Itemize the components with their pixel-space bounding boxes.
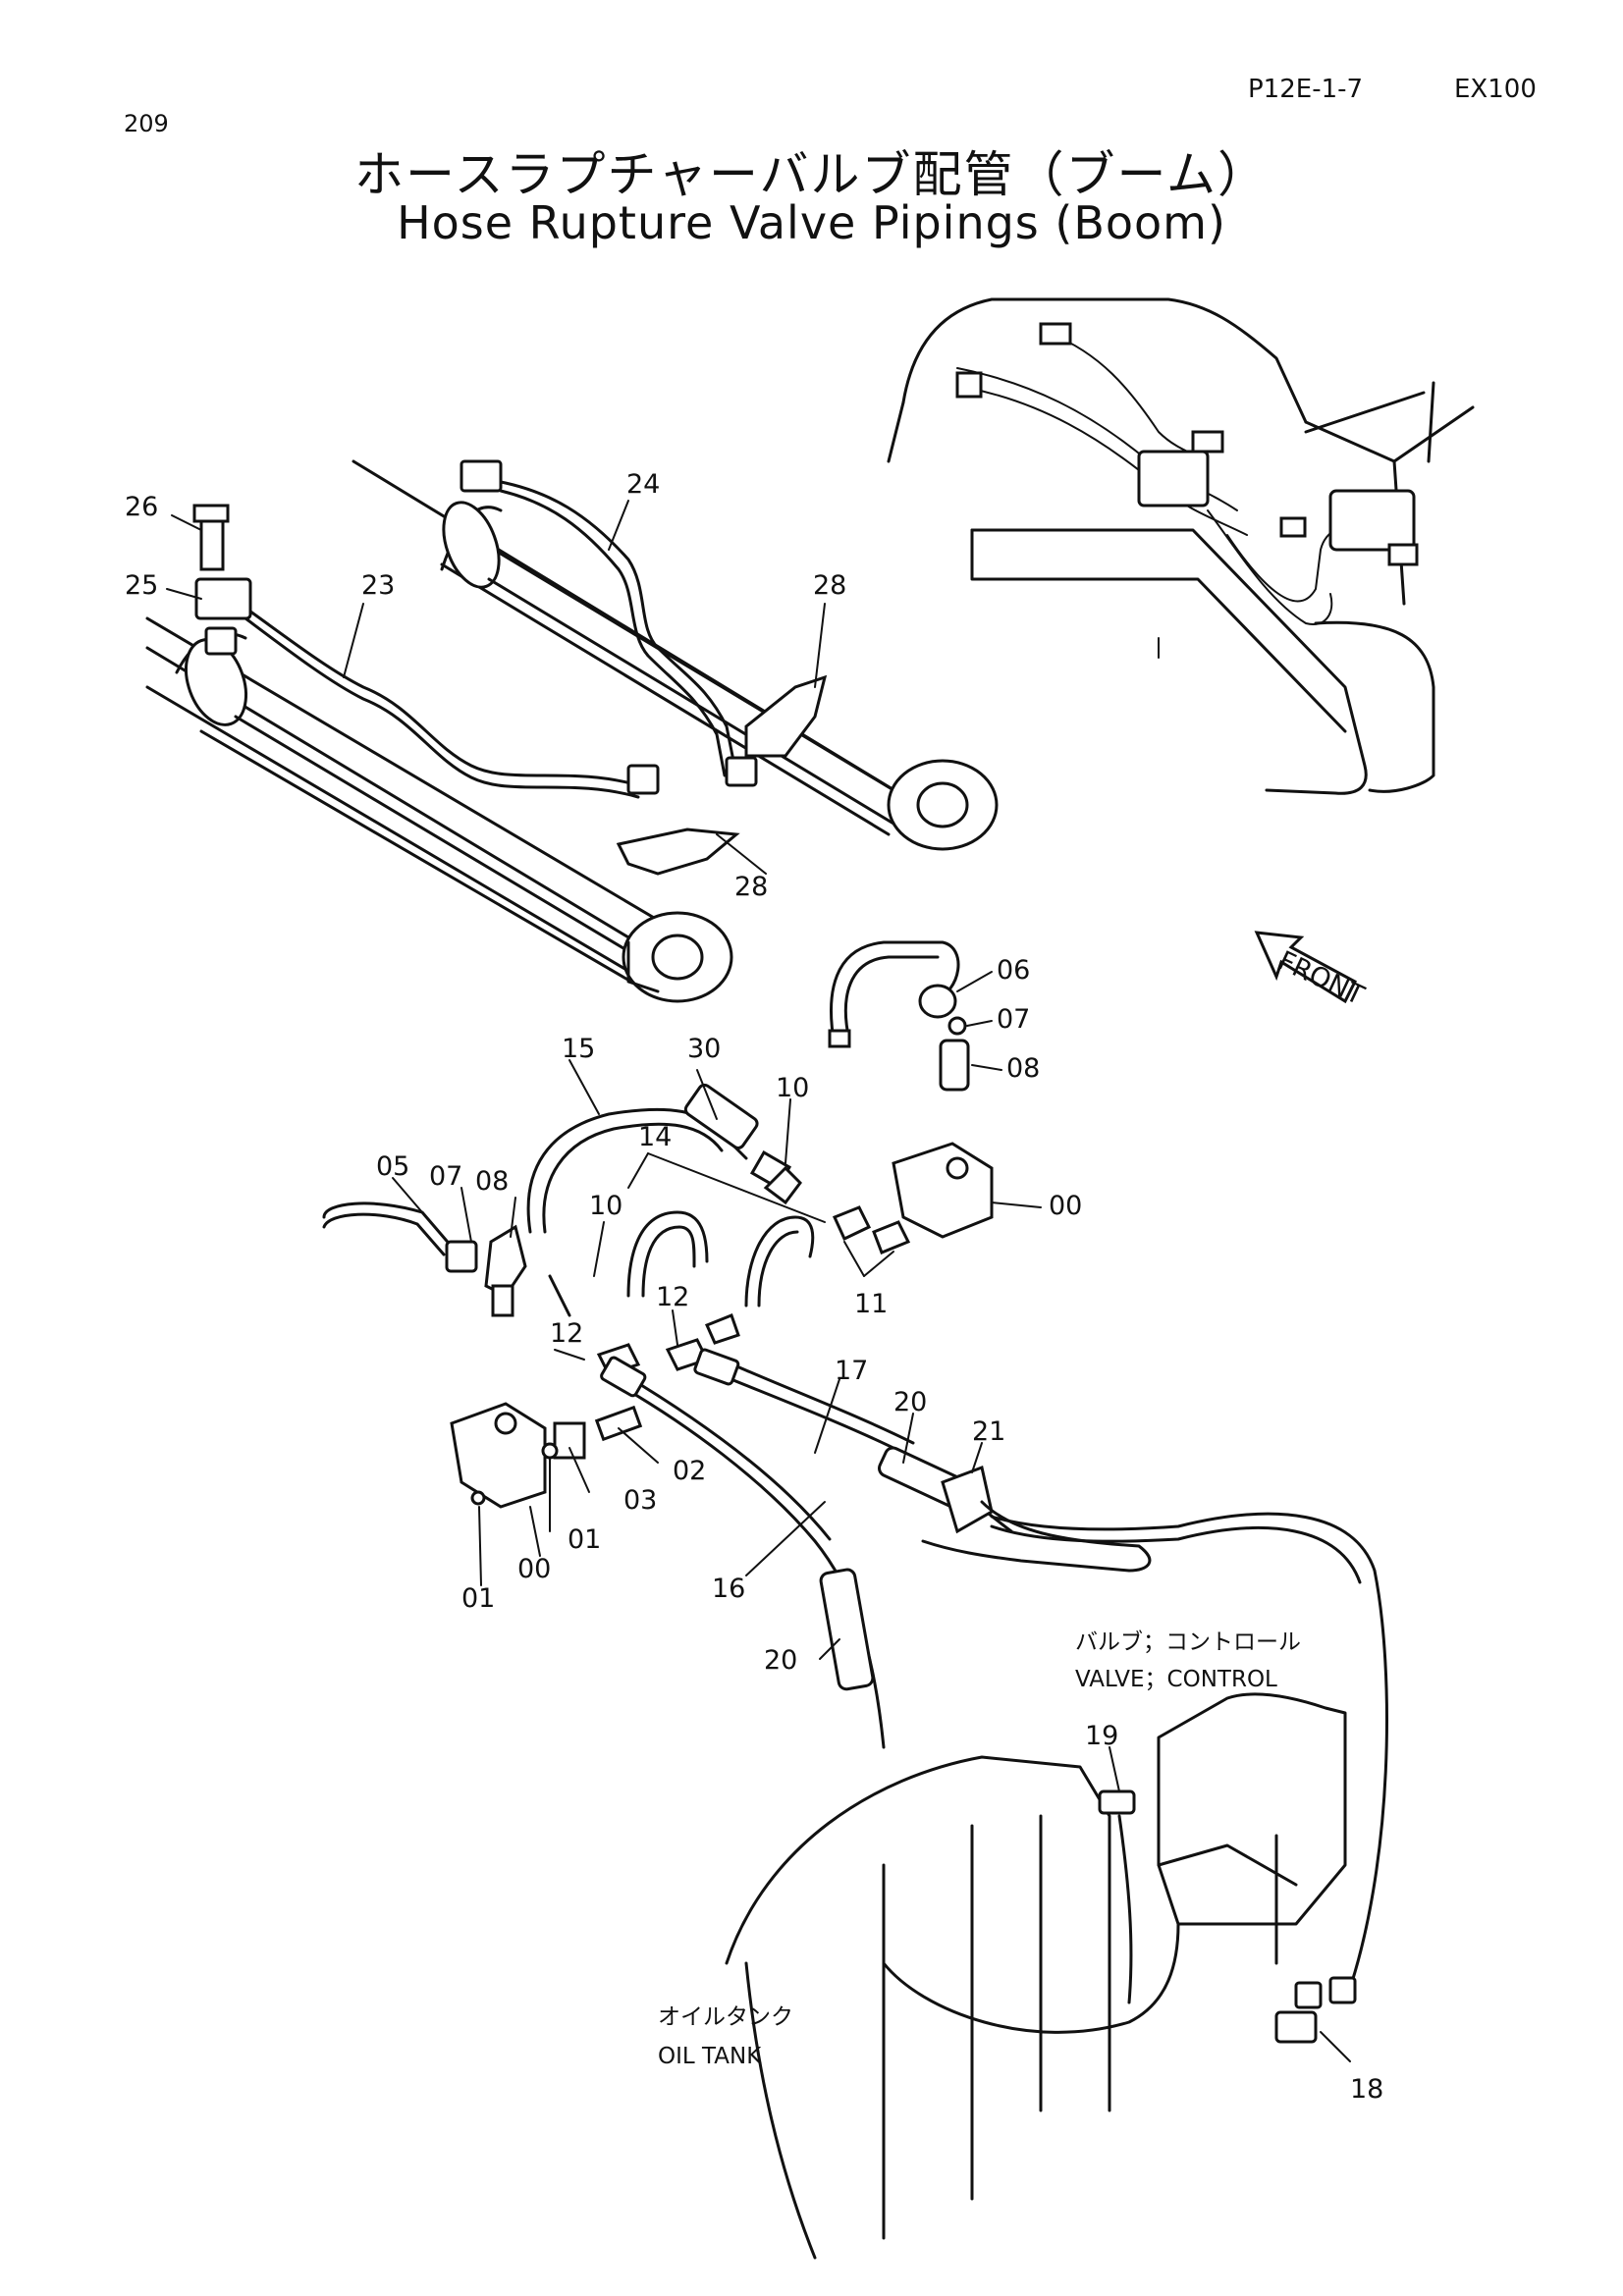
callout-08-left: 08 xyxy=(475,1166,509,1197)
callout-26: 26 xyxy=(125,492,158,522)
callout-15: 15 xyxy=(562,1034,595,1064)
callout-12: 12 xyxy=(550,1318,583,1349)
callout-05: 05 xyxy=(376,1151,409,1182)
callout-25: 25 xyxy=(125,570,158,601)
callout-11: 11 xyxy=(854,1289,888,1319)
callout-10-left: 10 xyxy=(589,1191,622,1221)
callout-labels: 26 25 23 24 28 28 06 07 08 15 30 10 14 0… xyxy=(125,469,1383,2105)
callout-06: 06 xyxy=(997,955,1030,986)
control-valve-drawing xyxy=(1157,1692,1347,1965)
callout-01: 01 xyxy=(568,1524,601,1555)
control-valve-label-en: VALVE；CONTROL xyxy=(1075,1667,1277,1692)
boom-cylinders-drawing xyxy=(145,459,999,1003)
callout-12-right: 12 xyxy=(656,1282,689,1312)
machine-frame-drawing xyxy=(887,297,1475,795)
callout-17: 17 xyxy=(835,1356,868,1386)
reference-code: P12E-1-7 xyxy=(1248,75,1364,104)
callout-14: 14 xyxy=(638,1122,672,1152)
oil-tank-drawing xyxy=(725,1755,1357,2260)
callout-28: 28 xyxy=(813,570,846,601)
callout-28-lower: 28 xyxy=(734,872,768,902)
oil-tank-label-en: OIL TANK xyxy=(658,2044,762,2069)
callout-21: 21 xyxy=(972,1416,1005,1447)
callout-07: 07 xyxy=(997,1004,1030,1035)
front-arrow: FRONT xyxy=(1254,931,1369,1012)
callout-23: 23 xyxy=(361,570,395,601)
steel-pipes-drawing xyxy=(192,459,758,799)
callout-03: 03 xyxy=(623,1485,657,1516)
title-japanese: ホースラプチャーバルブ配管（ブーム） xyxy=(354,146,1269,203)
clamps-drawing xyxy=(616,674,828,876)
callout-10: 10 xyxy=(776,1073,809,1103)
callout-08: 08 xyxy=(1006,1053,1040,1084)
hose-assembly-drawing xyxy=(322,940,1388,2004)
control-valve-label-ja: バルブ；コントロール xyxy=(1075,1629,1301,1655)
callout-07-left: 07 xyxy=(429,1161,462,1192)
callout-20-lower: 20 xyxy=(764,1645,797,1676)
title-english: Hose Rupture Valve Pipings (Boom) xyxy=(397,196,1226,249)
model-name: EX100 xyxy=(1454,75,1537,104)
front-label: FRONT xyxy=(1273,945,1369,1011)
callout-16: 16 xyxy=(712,1574,745,1604)
callout-00-left: 00 xyxy=(517,1554,551,1584)
callout-30: 30 xyxy=(687,1034,721,1064)
callout-24: 24 xyxy=(626,469,660,500)
leader-lines xyxy=(166,500,1351,2062)
callout-02: 02 xyxy=(673,1456,706,1486)
callout-01-lower: 01 xyxy=(461,1583,495,1614)
callout-18: 18 xyxy=(1350,2074,1383,2105)
oil-tank-label-ja: オイルタンク xyxy=(658,2004,793,2030)
callout-00: 00 xyxy=(1049,1191,1082,1221)
component-notes: バルブ；コントロール VALVE；CONTROL オイルタンク OIL TANK xyxy=(658,1629,1301,2069)
callout-20: 20 xyxy=(893,1387,927,1417)
callout-19: 19 xyxy=(1085,1721,1118,1751)
page-number: 209 xyxy=(124,110,169,137)
